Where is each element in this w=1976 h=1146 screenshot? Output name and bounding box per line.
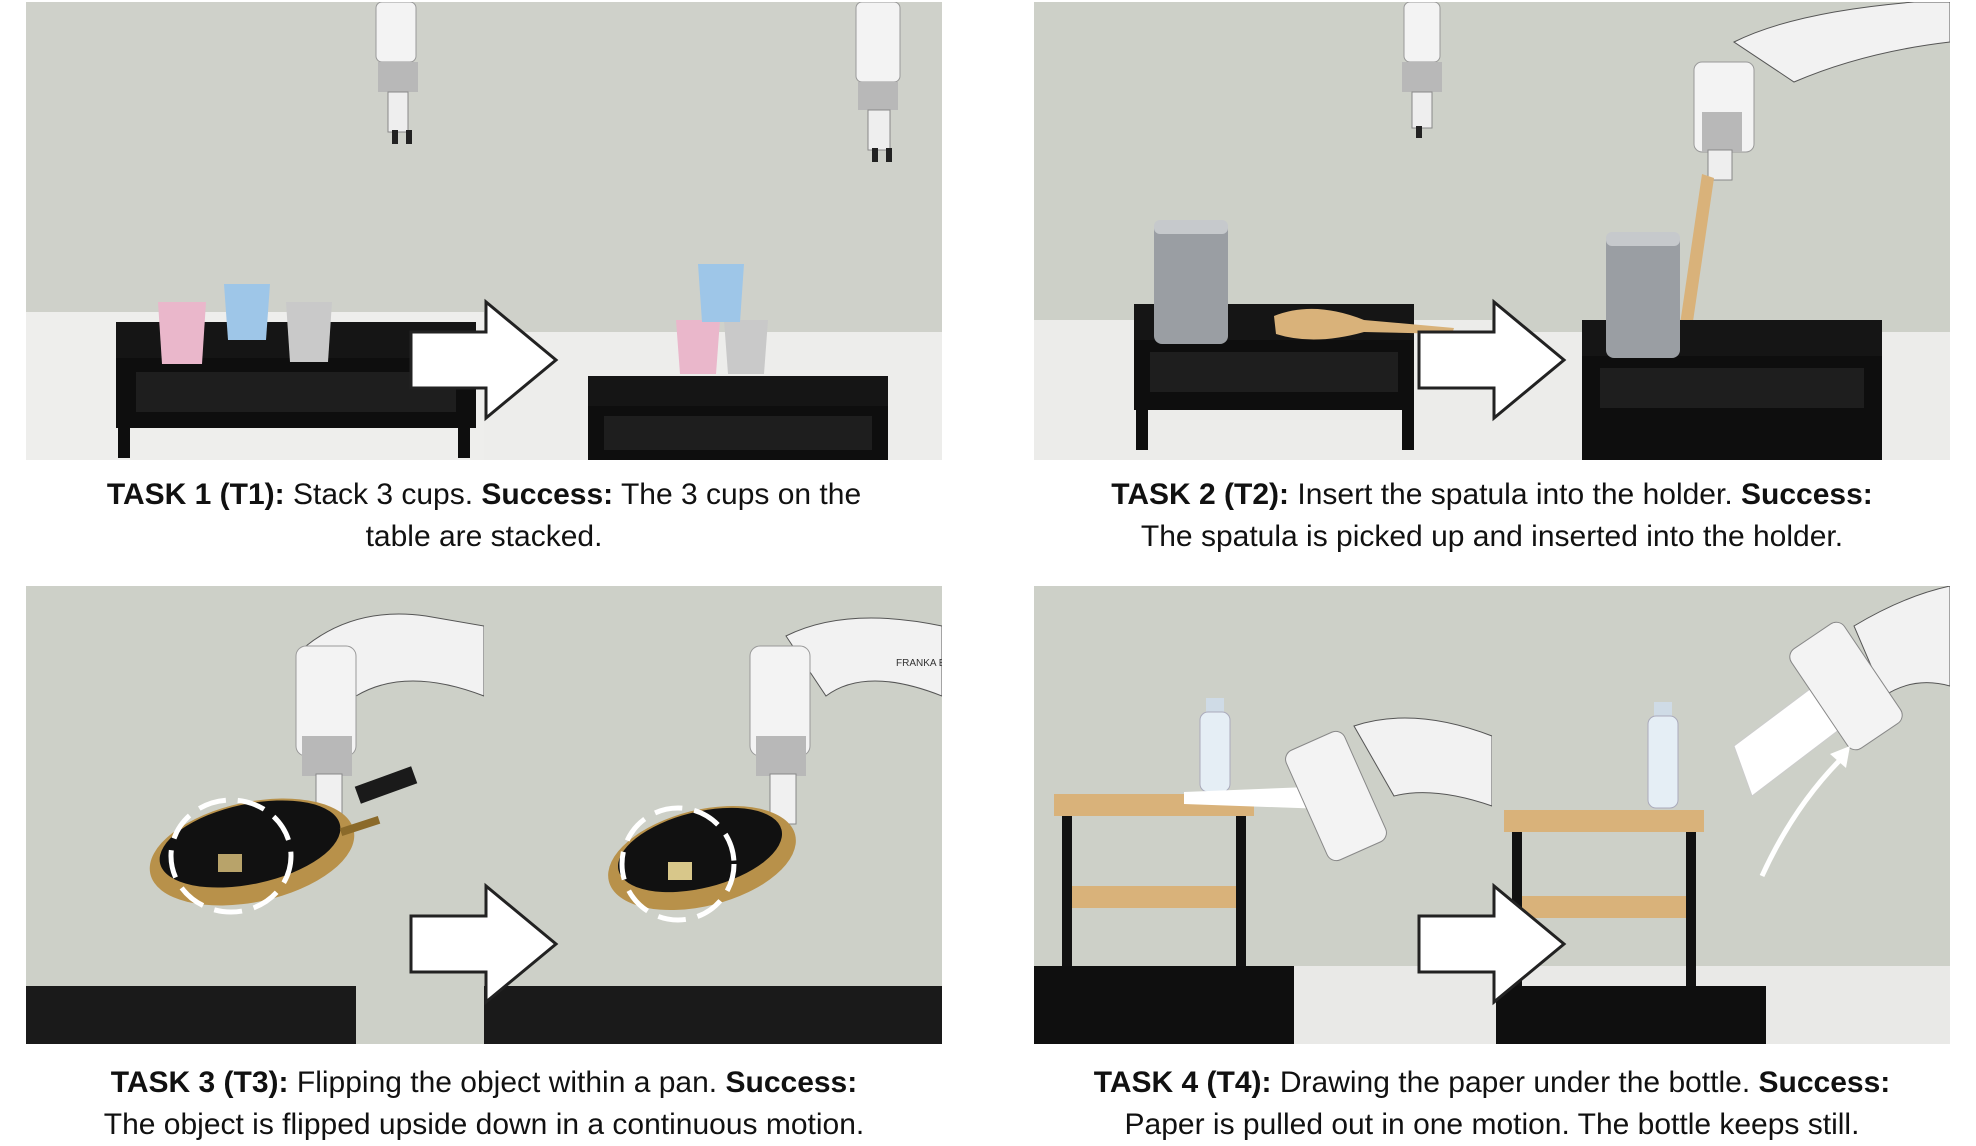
pink-cup-stacked [676,320,720,374]
frying-pan-after [608,805,796,911]
arrow-right-icon [1417,298,1567,422]
water-bottle-after [1647,702,1679,809]
task-4-caption: TASK 4 (T4): Drawing the paper under the… [992,1062,1976,1146]
black-table-after [588,376,888,460]
task-3-panel: FRANKA EMIKA TASK 3 (T3): Flipping the o… [26,586,942,1141]
task-3-success-line2: The object is flipped upside down in a c… [103,1108,865,1141]
task-4-title: TASK 4 (T4): [1093,1066,1272,1099]
task-1-caption: TASK 1 (T1): Stack 3 cups. Success: The … [0,474,984,558]
task-2-scene [1034,2,1950,460]
arrow-right-icon [409,882,559,1006]
black-table-after [484,986,942,1044]
gray-cup-stacked [724,320,768,374]
robot-gripper [375,2,418,144]
robot-arm-after [1789,586,1950,751]
task-1-success-line2: table are stacked. [365,520,603,553]
robot-arm-after: FRANKA EMIKA [749,617,942,825]
robot-gripper [1402,2,1442,138]
task-4-scene [1034,586,1950,1044]
task-1-success-line1: The 3 cups on the [620,478,862,511]
task-1-title: TASK 1 (T1): [106,478,285,511]
utensil-holder [1154,220,1228,344]
arrow-right-icon [409,298,559,422]
flip-object [218,854,242,872]
task-4-panel: TASK 4 (T4): Drawing the paper under the… [1034,586,1950,1141]
black-table [26,986,356,1044]
task-2-description: Insert the spatula into the holder. [1297,478,1733,511]
blue-cup-stacked [698,264,744,322]
task-1-panel: TASK 1 (T1): Stack 3 cups. Success: The … [26,2,942,553]
gray-cup [286,302,332,362]
highlight-circle-after [619,805,737,923]
blue-cup [224,284,270,340]
task-4-success-label: Success: [1758,1066,1891,1099]
spatula-inserted [1678,174,1714,342]
task-1-success-label: Success: [481,478,614,511]
task-3-caption: TASK 3 (T3): Flipping the object within … [0,1062,984,1146]
robot-brand-label: FRANKA EMIKA [896,658,942,669]
robot-gripper-after [855,2,901,162]
robot-arm [1285,717,1493,862]
spatula [1274,308,1454,340]
flip-object-after [668,862,692,880]
task-3-title: TASK 3 (T3): [110,1066,289,1099]
highlight-circle [168,797,294,915]
task-1-description: Stack 3 cups. [292,478,474,511]
task-3-description: Flipping the object within a pan. [296,1066,718,1099]
task-3-scene: FRANKA EMIKA [26,586,942,1044]
curved-arrow-head-icon [1830,746,1850,768]
utensil-holder-after [1606,232,1680,358]
pink-cup [158,302,206,364]
task-1-scene [26,2,942,460]
task-3-success-label: Success: [725,1066,858,1099]
task-2-success-line2: The spatula is picked up and inserted in… [1140,520,1844,553]
curved-arrow-icon [1759,756,1844,878]
frying-pan [149,798,381,906]
task-2-success-label: Success: [1741,478,1873,511]
task-4-success-line2: Paper is pulled out in one motion. The b… [1124,1108,1860,1141]
robot-arm-after [1693,2,1950,181]
task-2-panel: TASK 2 (T2): Insert the spatula into the… [1034,2,1950,553]
task-4-description: Drawing the paper under the bottle. [1279,1066,1751,1099]
task-2-caption: TASK 2 (T2): Insert the spatula into the… [992,474,1976,558]
arrow-right-icon [1417,882,1567,1006]
task-2-title: TASK 2 (T2): [1111,478,1290,511]
